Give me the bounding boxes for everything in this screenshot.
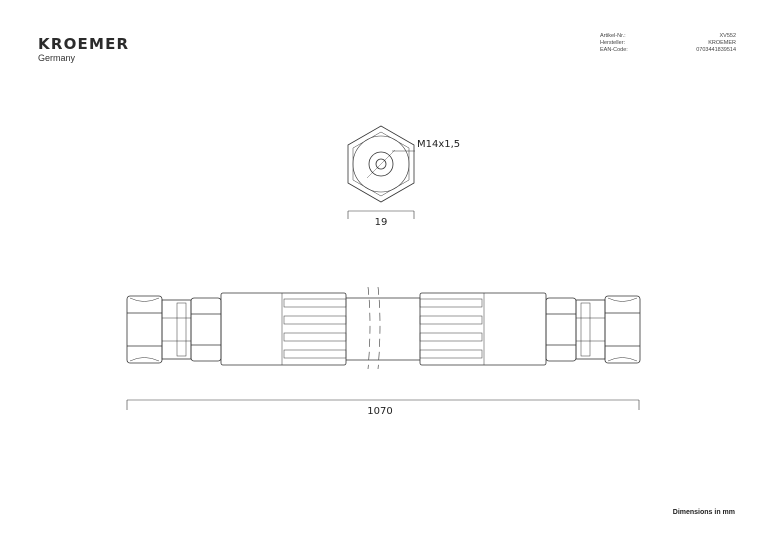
meta-label: Hersteller: <box>600 40 626 46</box>
left-neck <box>161 299 192 360</box>
hose <box>346 286 420 370</box>
brand-name: KROEMER <box>38 35 130 53</box>
right-inner-nut <box>545 297 577 362</box>
meta-row-manufacturer: Hersteller: KROEMER <box>600 40 736 47</box>
units-note: Dimensions in mm <box>672 509 735 516</box>
meta-value: 0703441839514 <box>696 47 736 53</box>
right-neck <box>575 299 606 360</box>
right-sleeve <box>419 292 547 366</box>
left-sleeve <box>220 292 347 366</box>
left-outer-nut <box>126 295 163 364</box>
brand-country: Germany <box>38 53 76 63</box>
left-inner-nut <box>190 297 222 362</box>
meta-row-ean: EAN-Code: 0703441839514 <box>600 47 736 54</box>
meta-label: Artikel-Nr.: <box>600 33 626 39</box>
total-length-label: 1070 <box>367 406 392 417</box>
right-outer-nut <box>604 295 641 364</box>
total-length-dimension <box>126 399 640 410</box>
thread-size-label: M14x1,5 <box>417 139 460 150</box>
brand-logo: KROEMER Germany <box>38 36 129 64</box>
nut-width-dimension <box>347 210 415 219</box>
hex-nut-end-view <box>347 125 415 203</box>
meta-value: XV552 <box>719 33 736 39</box>
hose-assembly <box>126 286 641 370</box>
meta-label: EAN-Code: <box>600 47 628 53</box>
nut-width-label: 19 <box>375 217 388 228</box>
article-meta: Artikel-Nr.: XV552 Hersteller: KROEMER E… <box>600 33 736 54</box>
meta-value: KROEMER <box>708 40 736 46</box>
meta-row-article: Artikel-Nr.: XV552 <box>600 33 736 40</box>
